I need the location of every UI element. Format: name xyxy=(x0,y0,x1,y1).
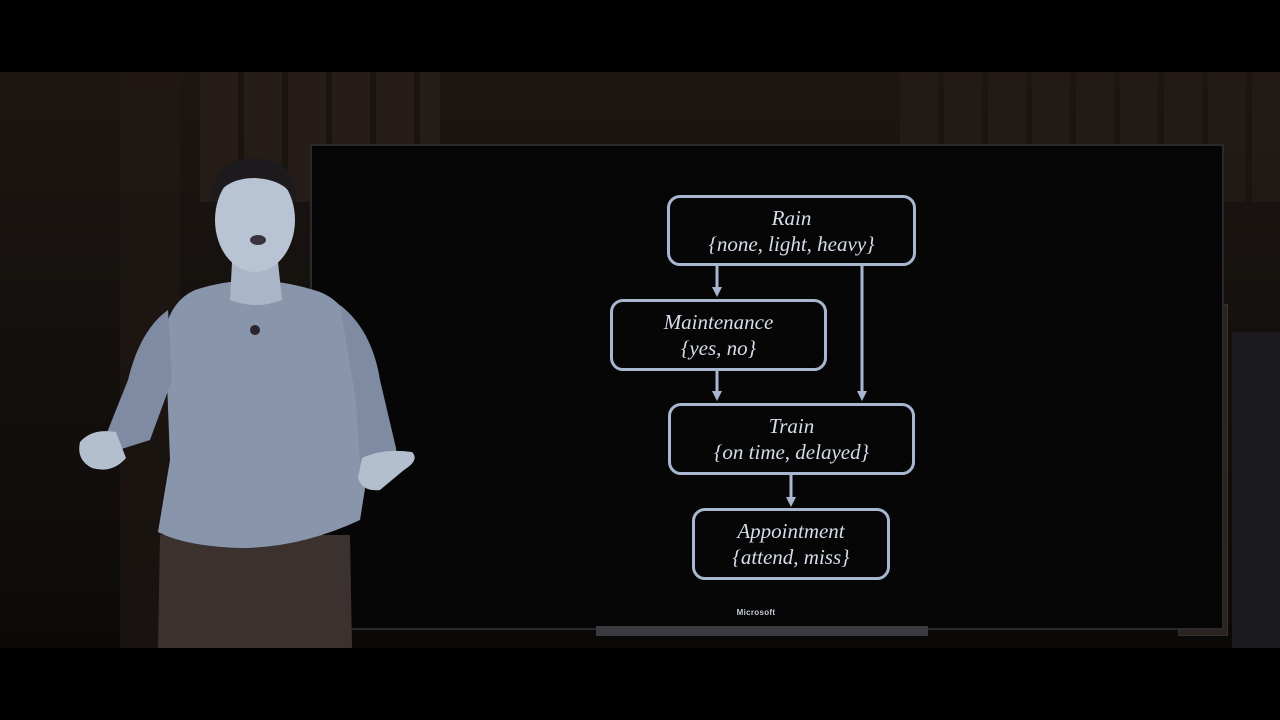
node-rain: Rain {none, light, heavy} xyxy=(667,195,916,266)
node-train-name: Train xyxy=(768,414,815,438)
node-maintenance-name: Maintenance xyxy=(663,310,774,334)
letterbox-top xyxy=(0,0,1280,72)
node-train-values: {on time, delayed} xyxy=(714,440,869,464)
screen-brand-logo: Microsoft xyxy=(736,608,776,617)
presenter-right-arm xyxy=(340,305,397,466)
letterbox-bottom xyxy=(0,648,1280,720)
presenter-torso xyxy=(158,280,378,548)
screen-stand xyxy=(596,626,928,636)
background-cabinet xyxy=(1232,332,1280,648)
presenter-mouth xyxy=(250,235,266,245)
lapel-microphone-icon xyxy=(250,325,260,335)
presenter-head xyxy=(215,168,295,272)
node-appointment-name: Appointment xyxy=(737,519,845,543)
presenter-left-arm xyxy=(104,310,172,452)
node-rain-name: Rain xyxy=(771,205,812,230)
presenter-right-hand xyxy=(358,450,415,491)
presenter-neck xyxy=(230,262,282,305)
node-maintenance: Maintenance {yes, no} xyxy=(610,299,827,371)
presenter-left-hand xyxy=(79,431,126,470)
node-appointment-values: {attend, miss} xyxy=(732,545,850,569)
node-appointment: Appointment {attend, miss} xyxy=(692,508,890,580)
node-maintenance-values: {yes, no} xyxy=(680,336,757,360)
node-rain-values: {none, light, heavy} xyxy=(708,231,875,256)
presenter-hair xyxy=(211,158,297,205)
presenter-legs xyxy=(158,535,352,648)
node-train: Train {on time, delayed} xyxy=(668,403,915,475)
projection-screen xyxy=(310,144,1224,630)
